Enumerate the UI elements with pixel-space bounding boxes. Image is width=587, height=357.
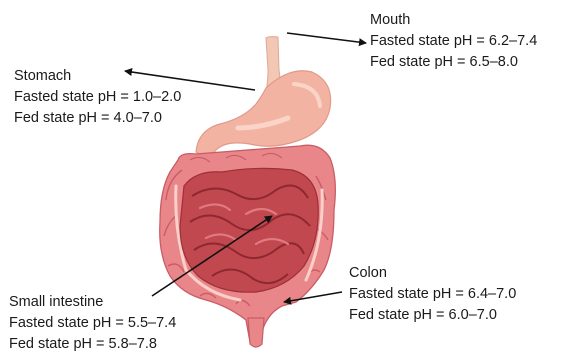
colon-label: Colon Fasted state pH = 6.4–7.0 Fed stat… (349, 263, 516, 326)
mouth-name: Mouth (370, 10, 537, 31)
colon-fed-ph: Fed state pH = 6.0–7.0 (349, 305, 516, 326)
stomach-label: Stomach Fasted state pH = 1.0–2.0 Fed st… (14, 66, 181, 129)
mouth-fed-ph: Fed state pH = 6.5–8.0 (370, 52, 537, 73)
rectum (248, 318, 264, 347)
mouth-arrow (287, 33, 366, 43)
mouth-fasted-ph: Fasted state pH = 6.2–7.4 (370, 31, 537, 52)
small-intestine-name: Small intestine (9, 292, 176, 313)
stomach-fed-ph: Fed state pH = 4.0–7.0 (14, 108, 181, 129)
mouth-label: Mouth Fasted state pH = 6.2–7.4 Fed stat… (370, 10, 537, 73)
stomach-name: Stomach (14, 66, 181, 87)
colon-fasted-ph: Fasted state pH = 6.4–7.0 (349, 284, 516, 305)
small-intestine-label: Small intestine Fasted state pH = 5.5–7.… (9, 292, 176, 355)
colon-name: Colon (349, 263, 516, 284)
small-intestine-fasted-ph: Fasted state pH = 5.5–7.4 (9, 313, 176, 334)
small-intestine-fed-ph: Fed state pH = 5.8–7.8 (9, 334, 176, 355)
stomach (196, 71, 331, 156)
stomach-fasted-ph: Fasted state pH = 1.0–2.0 (14, 87, 181, 108)
